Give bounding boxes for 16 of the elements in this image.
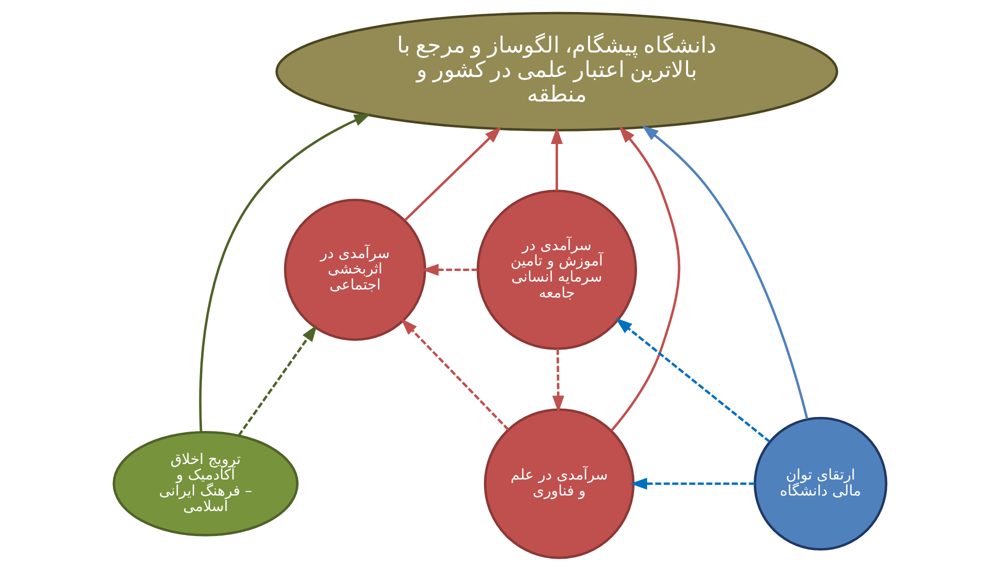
node-ellipse: دانشگاه پیشگام، الگوساز و مرجع با بالاترین اعتبار علمی در کشور و منطقه: [275, 12, 838, 132]
arrow: [550, 126, 563, 191]
arrow: [199, 113, 372, 432]
arrow: [610, 126, 680, 432]
arrow: [552, 348, 564, 413]
node-circle: سرآمدی در علم و فناوری: [484, 408, 635, 560]
arrow: [630, 478, 755, 490]
node-circle: سرآمدی در آموزش و تامین سرمایه انسانی جامعه: [476, 190, 638, 350]
node-circle: ارتقای توان مالی دانشگاه: [754, 416, 888, 551]
arrow: [615, 318, 770, 443]
arrow: [400, 318, 510, 430]
arrow: [422, 264, 478, 276]
arrow: [642, 125, 808, 420]
node-ellipse: ترویج اخلاق آکادمیک و فرهنگ ایرانی – اسلامی: [112, 431, 299, 536]
arrow: [238, 324, 318, 436]
arrow: [404, 126, 502, 222]
